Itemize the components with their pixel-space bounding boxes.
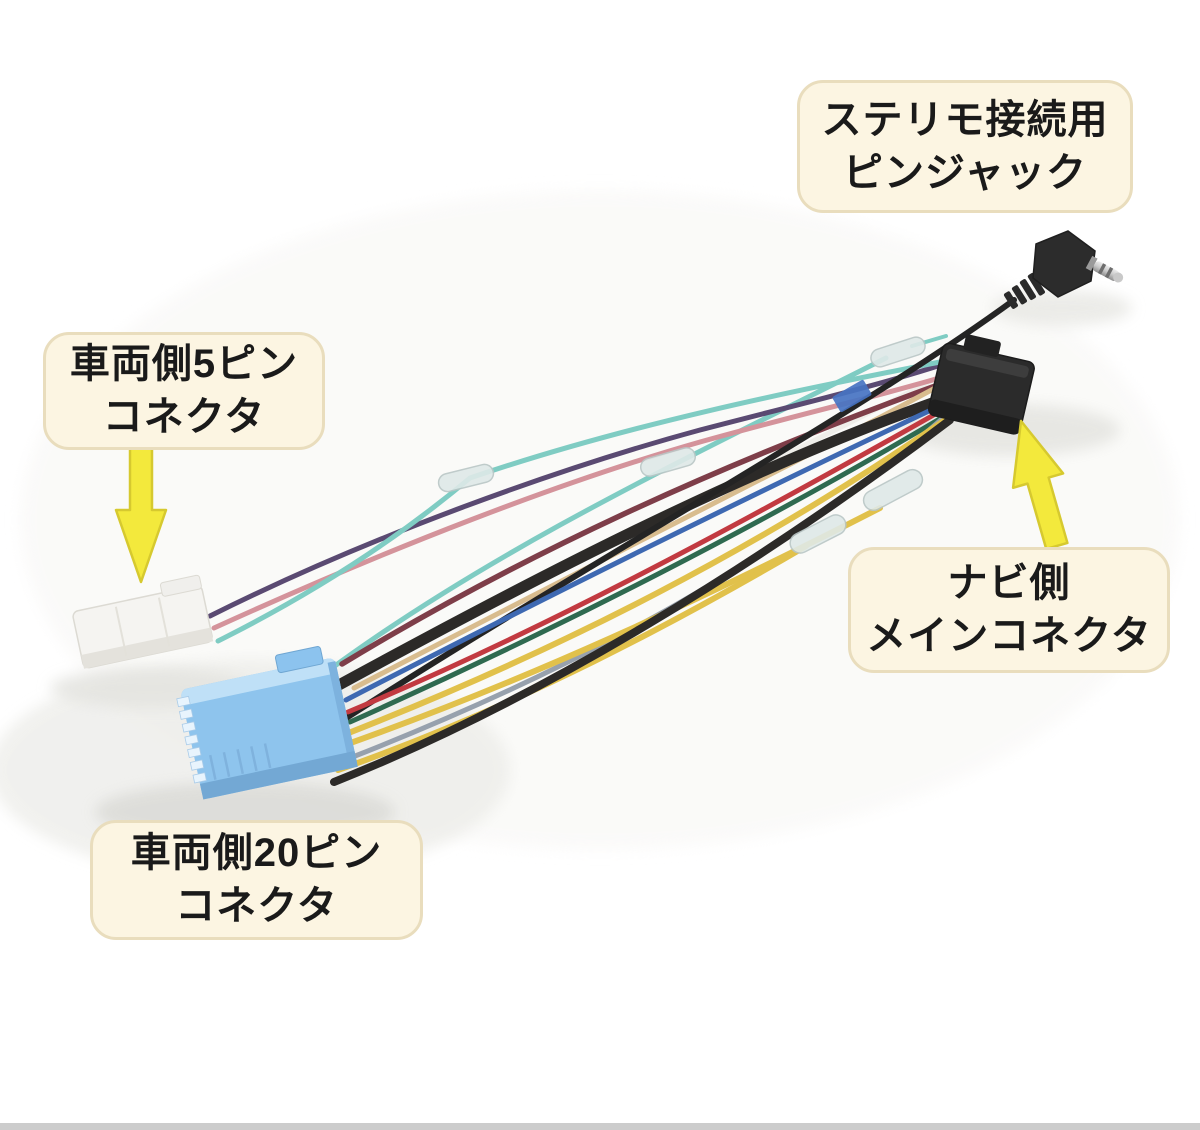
strain-relief xyxy=(1003,272,1045,309)
wire xyxy=(329,355,889,671)
steering-remote-pin-jack xyxy=(1003,230,1124,309)
wire xyxy=(215,357,953,644)
wire xyxy=(335,543,809,773)
label-vehicle-5pin: 車両側5ピン コネクタ xyxy=(43,332,325,450)
bottom-strip xyxy=(0,1123,1200,1130)
pin-jack-cable xyxy=(303,297,1017,747)
label-pin-jack: ステリモ接続用 ピンジャック xyxy=(797,80,1133,213)
wire-sheathed xyxy=(320,390,958,698)
label-vehicle-20pin: 車両側20ピン コネクタ xyxy=(90,820,423,940)
jack-body xyxy=(1032,230,1096,298)
label-line: 車両側5ピン xyxy=(69,342,299,387)
navi-main-connector xyxy=(927,334,1035,435)
label-line: 車両側20ピン xyxy=(130,831,383,876)
wire xyxy=(339,379,949,667)
bullet-terminal xyxy=(639,447,697,477)
label-line: ナビ側 xyxy=(947,561,1071,606)
shadow-pin-jack xyxy=(992,290,1132,326)
label-line: コネクタ xyxy=(175,884,338,928)
bullet-terminal xyxy=(862,468,924,512)
label-line: ピンジャック xyxy=(843,150,1087,195)
jack-tip xyxy=(1085,255,1124,283)
label-line: コネクタ xyxy=(102,395,266,439)
arrow-up-to-main-connector xyxy=(1011,419,1069,551)
wire-bundle xyxy=(207,297,1017,786)
bullet-terminal xyxy=(870,336,926,368)
pin-slots xyxy=(176,695,207,784)
bullet-terminals xyxy=(437,336,926,554)
vehicle-20pin-connector xyxy=(176,646,358,800)
wire xyxy=(330,416,954,786)
arrow-down-to-5pin xyxy=(114,446,168,584)
wire xyxy=(343,399,951,703)
wire-flag xyxy=(832,379,872,413)
photo-backdrop xyxy=(0,190,1180,880)
bullet-terminal xyxy=(437,463,495,493)
label-line: メインコネクタ xyxy=(866,614,1152,658)
wire xyxy=(347,411,951,725)
wire xyxy=(345,405,949,715)
label-navi-main: ナビ側 メインコネクタ xyxy=(848,547,1170,673)
label-line: ステリモ接続用 xyxy=(821,97,1109,142)
connector-ribs xyxy=(208,743,272,780)
vehicle-5pin-connector xyxy=(72,574,214,669)
bullet-terminal xyxy=(789,514,847,554)
wire xyxy=(343,415,951,737)
